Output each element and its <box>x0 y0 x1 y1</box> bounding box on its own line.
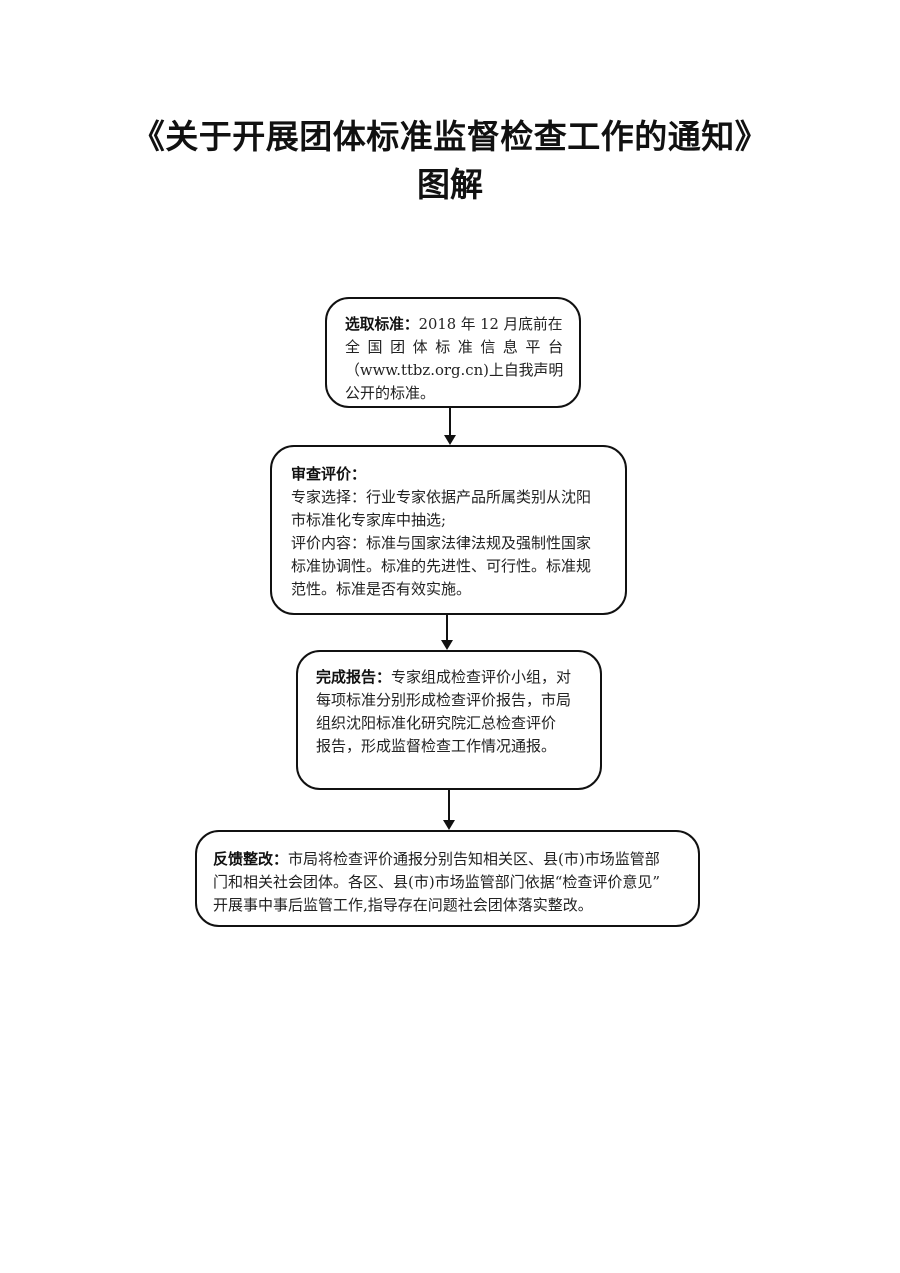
arrow-down-icon <box>443 790 455 830</box>
step-text-line: 市标准化专家库中抽选; <box>291 511 447 529</box>
arrow-down-icon <box>441 615 453 650</box>
document-title-line2: 图解 <box>417 165 483 204</box>
step-label: 完成报告： <box>316 668 392 686</box>
step-text-line: 专家选择：行业专家依据产品所属类别从沈阳 <box>291 488 592 506</box>
step-label: 反馈整改： <box>213 850 289 868</box>
step-text-line: 2018 年 12 月底前在 <box>418 316 563 333</box>
step-text-line: 范性。标准是否有效实施。 <box>291 580 472 598</box>
step-text-line: 市局将检查评价通报分别告知相关区、县(市)市场监管部 <box>288 850 660 868</box>
step-feedback-rectification-box: 反馈整改：市局将检查评价通报分别告知相关区、县(市)市场监管部 门和相关社会团体… <box>195 830 700 927</box>
step-text-line: （www.ttbz.org.cn)上自我声明 <box>345 361 564 379</box>
step-text-line: 评价内容：标准与国家法律法规及强制性国家 <box>291 534 592 552</box>
step-text-line: 门和相关社会团体。各区、县(市)市场监管部门依据“检查评价意见” <box>213 873 661 891</box>
step-select-standards-box: 选取标准：2018 年 12 月底前在 全国团体标准信息平台 （www.ttbz… <box>325 297 581 408</box>
step-text-line: 标准协调性。标准的先进性、可行性。标准规 <box>291 557 592 575</box>
step-text-line: 专家组成检查评价小组，对 <box>391 668 572 686</box>
step-label: 审查评价： <box>291 465 367 483</box>
step-review-evaluation-box: 审查评价： 专家选择：行业专家依据产品所属类别从沈阳 市标准化专家库中抽选; 评… <box>270 445 627 615</box>
step-text-line: 全国团体标准信息平台 <box>345 338 563 356</box>
step-text-line: 报告，形成监督检查工作情况通报。 <box>316 737 557 755</box>
step-label: 选取标准： <box>345 316 419 333</box>
step-text-line: 组织沈阳标准化研究院汇总检查评价 <box>316 714 557 732</box>
step-complete-report-box: 完成报告：专家组成检查评价小组，对 每项标准分别形成检查评价报告，市局 组织沈阳… <box>296 650 602 790</box>
step-text-line: 公开的标准。 <box>345 384 436 402</box>
step-text-line: 每项标准分别形成检查评价报告，市局 <box>316 691 572 709</box>
arrow-down-icon <box>444 408 456 445</box>
step-text-line: 开展事中事后监管工作,指导存在问题社会团体落实整改。 <box>213 896 593 914</box>
document-title-line1: 《关于开展团体标准监督检查工作的通知》 <box>131 117 769 156</box>
